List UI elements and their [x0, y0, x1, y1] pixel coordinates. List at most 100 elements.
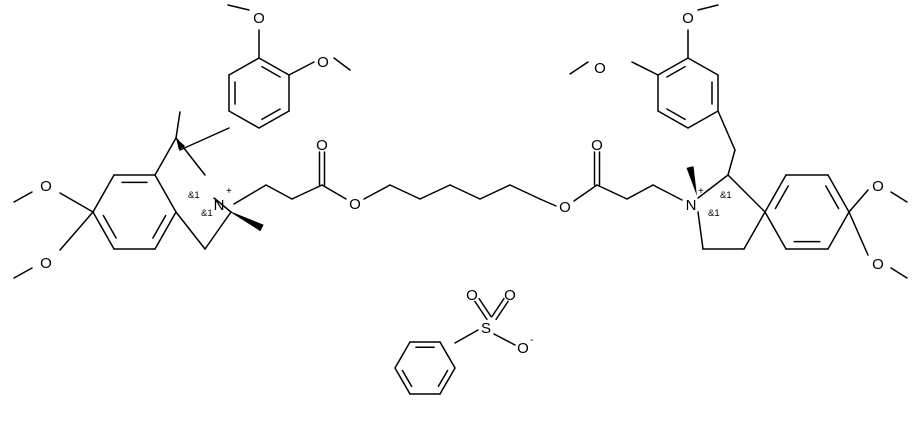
methoxy-oxygen: O: [594, 60, 606, 77]
charge-plus-left: +: [226, 186, 232, 197]
bond: [59, 192, 94, 213]
wedge-bond: [176, 138, 186, 150]
bond: [265, 184, 293, 200]
bond: [419, 184, 451, 200]
bond: [13, 267, 33, 279]
sulfur: S: [481, 320, 491, 337]
sulfonyl-double-bond: [495, 300, 509, 321]
right-dimethoxyphenyl-ring-bond: [657, 110, 689, 129]
sulfonyl-oxygen: O: [504, 287, 516, 304]
methoxy-oxygen: O: [682, 10, 694, 27]
stereo-label-n-right: &1: [708, 208, 720, 219]
bond: [652, 184, 683, 201]
benzenesulfonate-ring-inner-bond: [437, 369, 449, 388]
bond: [389, 184, 421, 200]
left-dimethoxyphenyl-ring-bond: [228, 110, 260, 129]
right-dimethoxyphenyl-ring-bond: [687, 110, 719, 129]
bond: [333, 57, 351, 71]
bond: [539, 198, 557, 207]
bond: [727, 149, 736, 176]
bond: [596, 184, 628, 200]
stereo-label-n-left: &1: [201, 208, 213, 219]
bond: [479, 184, 511, 200]
bond: [59, 211, 94, 251]
methoxy-oxygen: O: [40, 178, 52, 195]
methoxy-oxygen: O: [872, 256, 884, 273]
quaternary-nitrogen-right: N: [686, 197, 697, 214]
right-benzo-ring-bond: [827, 174, 850, 213]
right-benzo-ring-bond: [764, 174, 787, 213]
bond: [697, 211, 704, 250]
bond: [631, 61, 659, 76]
wedge-bonds: [176, 138, 697, 232]
benzenesulfonate-ring-bond: [439, 341, 456, 369]
bond: [175, 211, 206, 250]
left-benzo-ring-bond: [154, 174, 177, 213]
methoxy-oxygen: O: [40, 255, 52, 272]
bond: [449, 184, 481, 200]
benzenesulfonate-ring-bond: [439, 367, 456, 395]
bond: [573, 184, 598, 202]
ester-oxygen: O: [559, 199, 571, 216]
n-methyl-wedge-right: [686, 166, 697, 196]
bond: [175, 111, 181, 139]
stereo-label-c1-left: &1: [188, 190, 200, 201]
bond: [321, 184, 347, 200]
bond: [233, 184, 267, 205]
left-dimethoxyphenyl-ring-inner-bond: [261, 108, 281, 121]
right-dimethoxyphenyl-ring-inner-bond: [666, 65, 686, 78]
bond: [204, 211, 232, 250]
sulfonyl-double-bond: [491, 297, 505, 318]
bond: [626, 184, 654, 200]
left-benzo-ring-inner-bond: [102, 214, 117, 239]
left-benzo-ring-bond: [92, 174, 115, 213]
bond: [697, 174, 729, 199]
left-dimethoxyphenyl-ring-bond: [228, 57, 260, 76]
charge-minus: -: [530, 335, 533, 346]
bond: [509, 184, 541, 200]
carbonyl-oxygen: O: [316, 137, 328, 154]
left-dimethoxyphenyl-ring-bond: [258, 57, 290, 76]
left-benzo-ring-bond: [154, 211, 177, 250]
bond: [288, 61, 315, 76]
n-methyl-wedge-left: [227, 210, 264, 232]
sulfonyl-double-bond: [478, 297, 492, 318]
bond: [848, 211, 869, 256]
bond: [154, 137, 177, 176]
left-dimethoxyphenyl-ring-bond: [258, 110, 290, 129]
bond: [213, 197, 232, 213]
methoxy-oxygen: O: [872, 178, 884, 195]
right-benzo-ring-bond: [764, 211, 787, 250]
carbonyl-oxygen: O: [591, 137, 603, 154]
right-benzo-ring-inner-bond: [774, 185, 789, 210]
methoxy-oxygen: O: [317, 54, 329, 71]
ester-oxygen: O: [349, 196, 361, 213]
bond: [727, 174, 766, 213]
right-dimethoxyphenyl-ring-bond: [687, 57, 719, 76]
bond: [179, 127, 230, 151]
bond: [13, 191, 33, 203]
bond: [697, 4, 719, 11]
bond: [569, 61, 589, 75]
left-dimethoxyphenyl-ring-inner-bond: [261, 65, 281, 78]
bond: [717, 110, 736, 151]
methoxy-oxygen: O: [253, 10, 265, 27]
bond: [890, 191, 908, 203]
sulfonyl-double-bond: [474, 300, 488, 321]
sulfonate-oxygen: O: [517, 340, 529, 357]
bond: [848, 189, 869, 213]
sulfonyl-oxygen: O: [466, 287, 478, 304]
right-dimethoxyphenyl-ring-bond: [657, 57, 689, 76]
bond: [454, 329, 479, 344]
benzenesulfonate-ring-inner-bond: [401, 369, 413, 388]
bond: [493, 333, 516, 346]
bond: [363, 184, 391, 200]
bond: [743, 211, 766, 250]
left-benzo-ring-inner-bond: [152, 214, 167, 239]
benzenesulfonate-ring-bond: [394, 341, 411, 369]
charge-plus-right: +: [698, 186, 704, 197]
stereo-label-c1-right: &1: [720, 190, 732, 201]
bond: [890, 267, 908, 279]
